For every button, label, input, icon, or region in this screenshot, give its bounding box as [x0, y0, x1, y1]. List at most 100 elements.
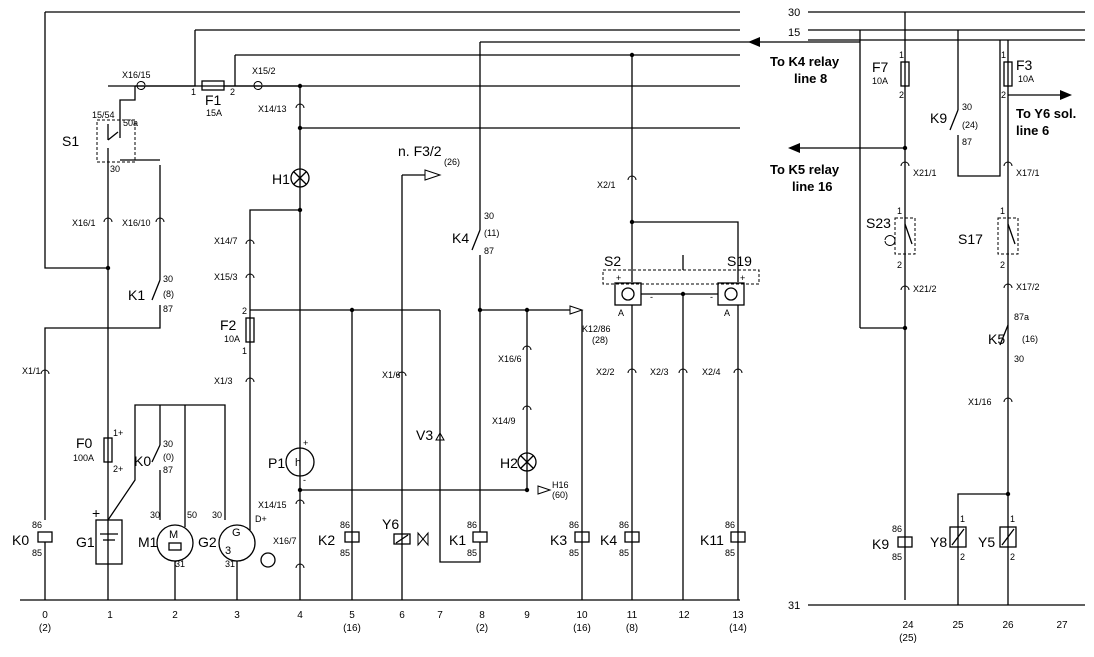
- svg-text:2: 2: [897, 260, 902, 270]
- svg-text:(26): (26): [444, 157, 460, 167]
- svg-text:K4: K4: [452, 230, 469, 246]
- diode-v3: V3: [416, 427, 445, 443]
- bus-31-label: 31: [788, 600, 800, 612]
- callout-y6-line2: line 6: [1016, 123, 1049, 138]
- svg-text:1+: 1+: [113, 428, 123, 438]
- svg-text:31: 31: [175, 559, 185, 569]
- svg-text:K1: K1: [128, 287, 145, 303]
- line-number-ref: (16): [343, 623, 361, 634]
- svg-text:V3: V3: [416, 427, 433, 443]
- conn-x2-2: X2/2: [596, 367, 615, 377]
- conn-x16-7: X16/7: [273, 536, 297, 546]
- svg-text:(11): (11): [484, 228, 499, 238]
- relay-coil-k11: K11 86 85: [700, 520, 746, 558]
- svg-text:+: +: [303, 438, 308, 448]
- fuse-f7[interactable]: F7 10A 1 2: [872, 50, 910, 100]
- line-number: 8: [479, 610, 485, 621]
- svg-text:-: -: [303, 475, 306, 485]
- svg-text:10A: 10A: [224, 334, 240, 344]
- line-number: 25: [952, 620, 964, 631]
- svg-text:1: 1: [1000, 206, 1005, 216]
- svg-text:F2: F2: [220, 317, 237, 333]
- callout-k4-line2: line 8: [794, 71, 827, 86]
- starter-motor-m1: M M1 30 50 31: [138, 510, 197, 569]
- svg-text:30: 30: [150, 510, 160, 520]
- svg-text:1: 1: [242, 346, 247, 356]
- solenoid-y6: Y6: [382, 516, 429, 547]
- svg-text:86: 86: [569, 520, 579, 530]
- conn-x14-7: X14/7: [214, 236, 238, 246]
- relay-coil-k0: K0 86 85: [12, 520, 53, 558]
- line-number: 0: [42, 610, 48, 621]
- fuse-f0[interactable]: F0 100A 1+ 2+: [73, 428, 123, 474]
- svg-text:1: 1: [1010, 514, 1015, 524]
- svg-text:F7: F7: [872, 59, 889, 75]
- fuse-f2[interactable]: F2 10A 2 1: [220, 306, 255, 356]
- svg-text:(16): (16): [1022, 334, 1038, 344]
- conn-x1-3: X1/3: [214, 376, 233, 386]
- ref-k12: K12/86: [582, 324, 611, 334]
- conn-x17-1: X17/1: [1016, 168, 1040, 178]
- line-number: 2: [172, 610, 178, 621]
- svg-text:85: 85: [340, 548, 350, 558]
- svg-text:10A: 10A: [1018, 74, 1034, 84]
- conn-x16-6: X16/6: [498, 354, 522, 364]
- svg-text:87: 87: [163, 304, 173, 314]
- svg-text:1: 1: [1001, 50, 1006, 60]
- svg-text:K2: K2: [318, 532, 335, 548]
- relay-contact-k1: K1 30 (8) 87: [128, 274, 174, 314]
- svg-text:G: G: [232, 527, 241, 539]
- svg-text:(0): (0): [163, 452, 174, 462]
- svg-text:K1: K1: [449, 532, 466, 548]
- svg-text:S2: S2: [604, 253, 621, 269]
- svg-text:30: 30: [1014, 354, 1024, 364]
- svg-text:Y8: Y8: [930, 534, 947, 550]
- pressure-switch-s2: S2 + A -: [604, 253, 653, 318]
- line-number-ref: (16): [573, 623, 591, 634]
- svg-text:K9: K9: [930, 110, 947, 126]
- line-number: 10: [576, 610, 588, 621]
- ignition-switch-s1[interactable]: S1 15/54 50a 30: [62, 110, 138, 174]
- svg-text:86: 86: [892, 524, 902, 534]
- svg-text:A: A: [724, 308, 730, 318]
- svg-text:15/54: 15/54: [92, 110, 115, 120]
- relay-contact-k4: K4 30 (11) 87: [452, 211, 499, 256]
- pressure-switch-s19: S19 + A -: [710, 253, 752, 318]
- line-number-ref: (8): [626, 623, 638, 634]
- line-number: 27: [1056, 620, 1068, 631]
- line-number: 4: [297, 610, 303, 621]
- svg-text:-: -: [710, 292, 713, 302]
- solenoid-y5: Y5 1 2: [978, 514, 1017, 562]
- svg-text:(60): (60): [552, 490, 568, 500]
- fuse-f3[interactable]: F3 10A 1 2: [1001, 50, 1034, 100]
- line-number: 5: [349, 610, 355, 621]
- svg-text:+: +: [616, 273, 621, 283]
- svg-text:G1: G1: [76, 534, 95, 550]
- svg-text:M1: M1: [138, 534, 158, 550]
- ref-h16: H16: [552, 480, 569, 490]
- line-number: 7: [437, 610, 443, 621]
- s1-label: S1: [62, 133, 79, 149]
- callout-y6-line1: To Y6 sol.: [1016, 106, 1076, 121]
- line-number: 12: [678, 610, 690, 621]
- conn-x15-2: X15/2: [252, 66, 276, 76]
- relay-contact-k5: K5 87a (16) 30: [988, 312, 1038, 364]
- conn-x21-2: X21/2: [913, 284, 937, 294]
- svg-text:K3: K3: [550, 532, 567, 548]
- svg-text:K5: K5: [988, 331, 1005, 347]
- battery-g1: G1 +: [76, 505, 123, 565]
- callout-k4-line1: To K4 relay: [770, 54, 840, 69]
- svg-text:(24): (24): [962, 120, 978, 130]
- solenoid-y8: Y8 1 2: [930, 514, 967, 562]
- conn-x16-10: X16/10: [122, 218, 151, 228]
- svg-text:+: +: [92, 505, 100, 521]
- svg-text:30: 30: [962, 102, 972, 112]
- conn-x14-13: X14/13: [258, 104, 287, 114]
- svg-text:A: A: [618, 308, 624, 318]
- f1-rating: 15A: [206, 108, 222, 118]
- svg-text:30: 30: [163, 439, 173, 449]
- svg-text:+: +: [740, 273, 745, 283]
